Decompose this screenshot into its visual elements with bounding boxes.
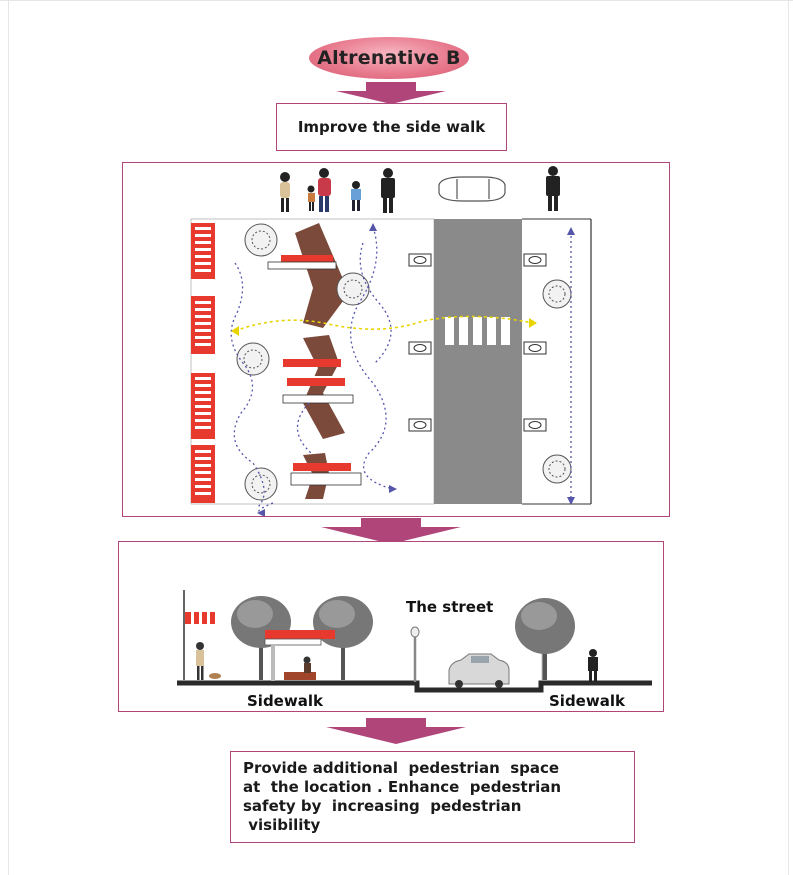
stripe-gaps [195, 227, 211, 495]
page-top-border [0, 0, 793, 1]
down-arrow-2 [321, 518, 461, 544]
result-box: Provide additional pedestrian space at t… [230, 751, 635, 843]
down-arrow-1 [336, 82, 446, 104]
down-arrow-3 [326, 718, 466, 744]
planter-bars [267, 255, 362, 486]
result-line-4: visibility [243, 816, 321, 834]
street-label: The street [406, 598, 494, 616]
crossing-path [234, 315, 534, 332]
child-figure [307, 185, 315, 211]
woman-with-dog [196, 642, 221, 680]
section-drawing [177, 590, 652, 693]
result-line-2: at the location . Enhance pedestrian [243, 778, 562, 796]
businessman-figure [381, 168, 395, 213]
car-topview [438, 176, 506, 202]
section-view-box: The street Sidewalk Sidewalk [118, 541, 664, 712]
page-left-border [8, 0, 9, 875]
ground-profile [177, 680, 652, 693]
pedestrian-figures [280, 166, 560, 213]
title-oval: Altrenative B [309, 37, 469, 79]
plan-view-box [122, 162, 670, 517]
bus-shelter [264, 630, 335, 681]
man-red-figure [318, 168, 331, 212]
tree-symbols [236, 223, 572, 501]
car [448, 653, 510, 688]
result-line-3: safety by increasing pedestrian [243, 797, 522, 815]
page-right-border [788, 0, 789, 875]
businessman-figure-right [546, 166, 560, 211]
step-box-improve-sidewalk: Improve the side walk [276, 103, 507, 151]
crossing-arrow-left [231, 326, 239, 336]
flag [183, 590, 215, 680]
sidewalk-label-left: Sidewalk [247, 692, 323, 710]
kid-figure [351, 181, 361, 211]
pedestrian-paths [230, 226, 572, 514]
street-lamps [408, 253, 547, 432]
road [434, 219, 522, 504]
result-line-1: Provide additional pedestrian space [243, 759, 560, 777]
zebra-crossing [445, 317, 510, 345]
step-text: Improve the side walk [297, 118, 486, 136]
sidewalk-label-right: Sidewalk [549, 692, 625, 710]
title-text: Altrenative B [317, 47, 461, 69]
tree-right [515, 598, 575, 680]
plan-view-drawing [190, 166, 592, 516]
woman-figure [280, 172, 290, 212]
crossing-arrow-right [529, 318, 537, 328]
lamp-post-left [410, 626, 420, 682]
businessman [588, 649, 598, 682]
path-arrowheads [257, 223, 575, 516]
